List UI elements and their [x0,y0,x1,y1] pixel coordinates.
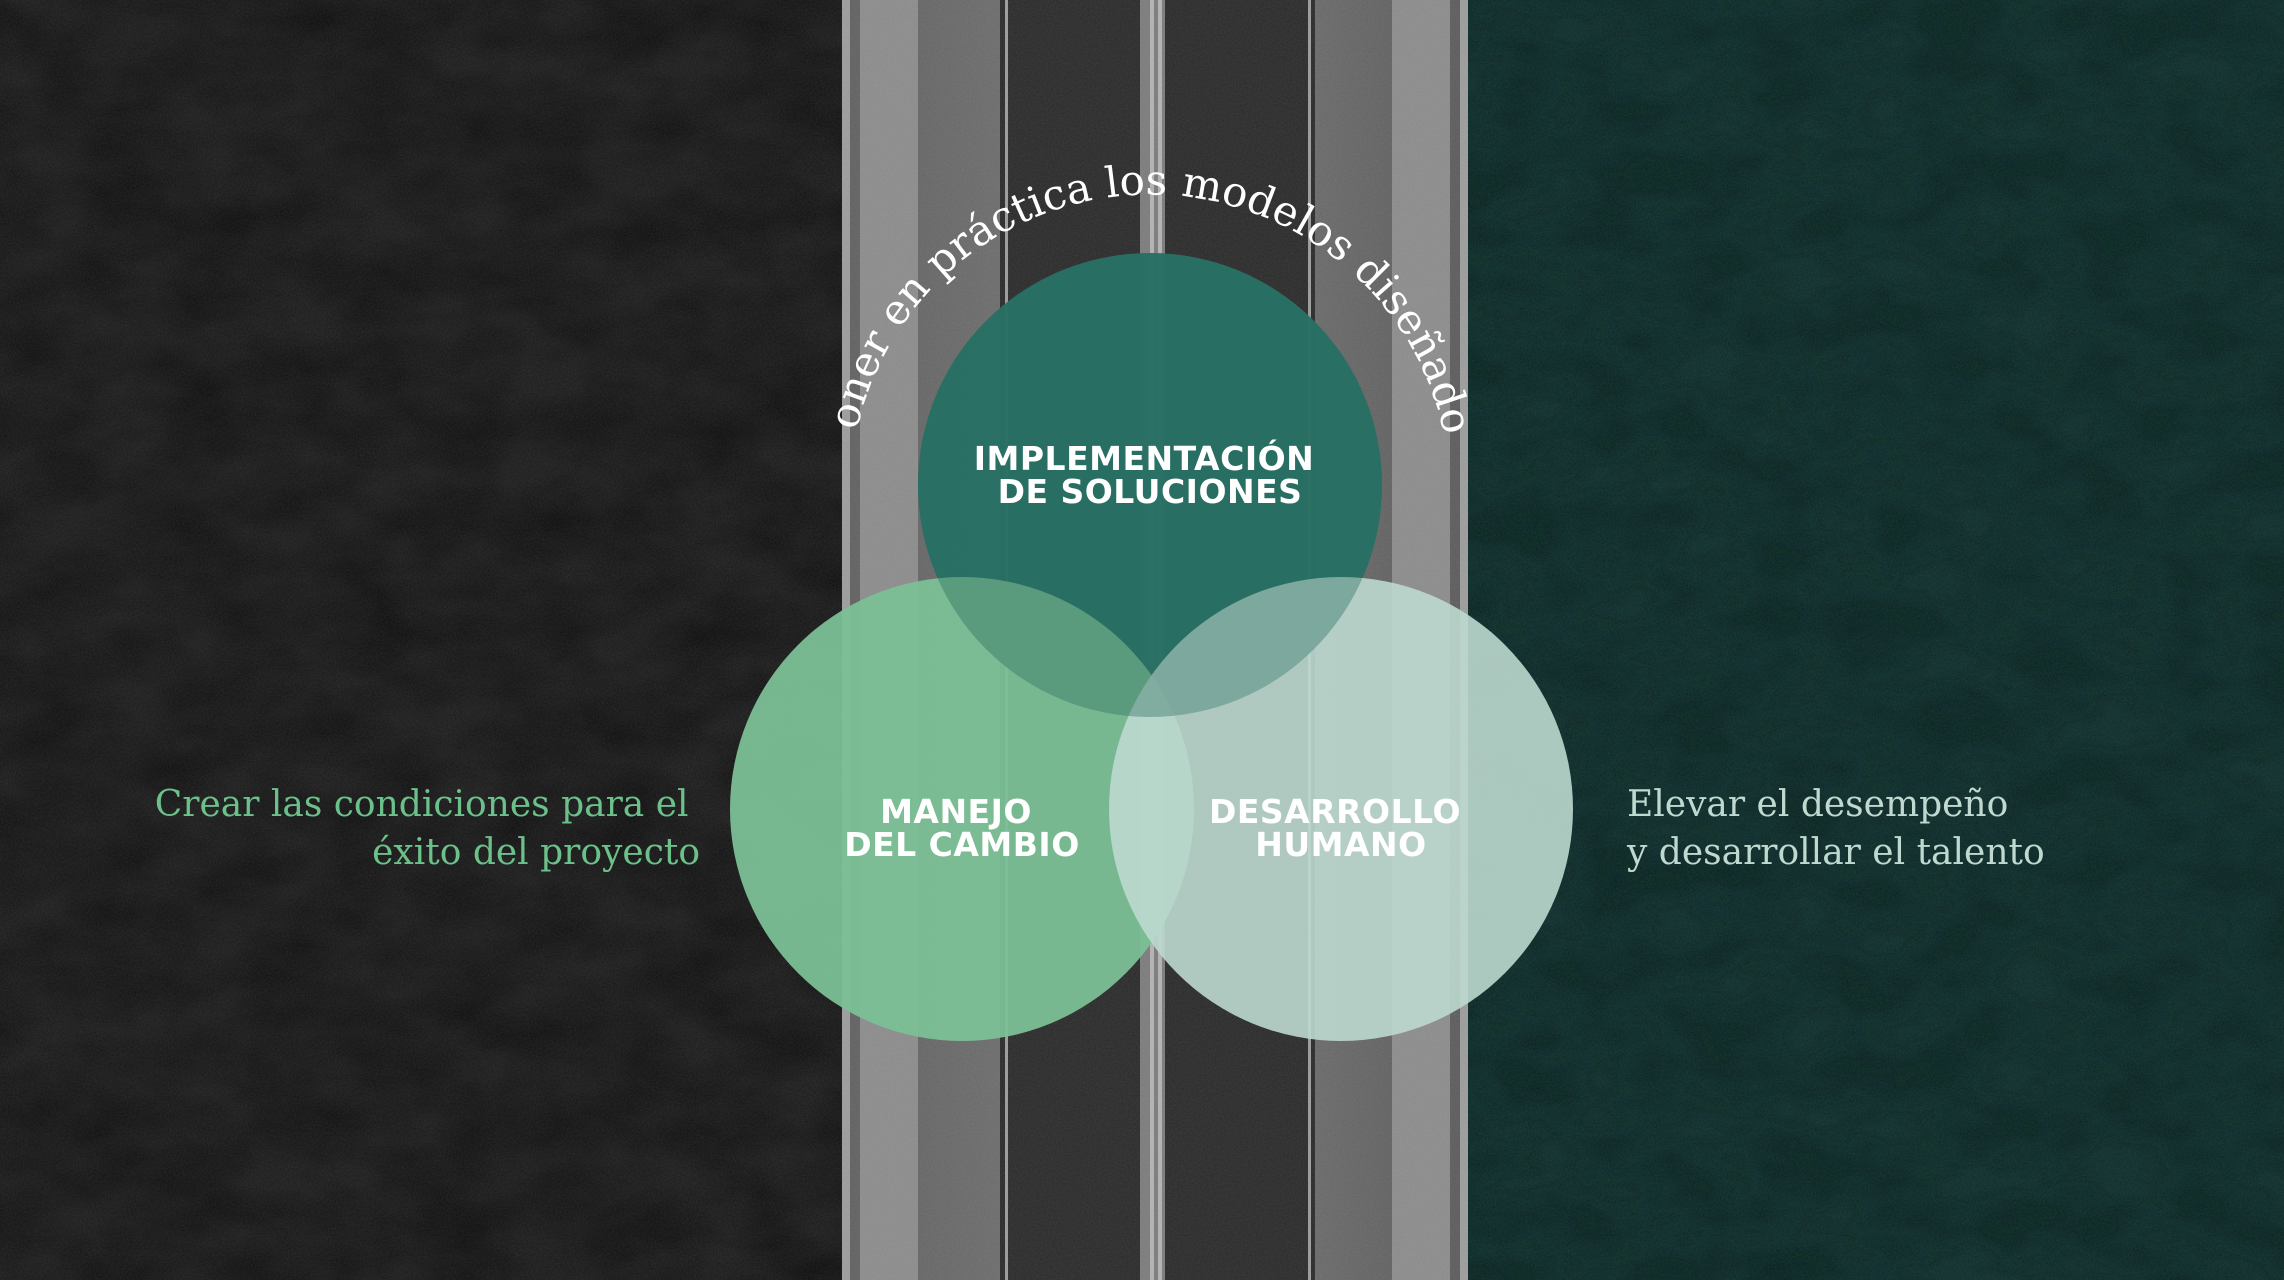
left-caption-line-2: éxito del proyecto [372,832,700,873]
circle-desarrollo [1109,577,1573,1041]
label-implementacion: IMPLEMENTACIÓN DE SOLUCIONES [974,438,1327,511]
label-implementacion-line-1: IMPLEMENTACIÓN [974,438,1315,478]
label-desarrollo: DESARROLLO HUMANO [1209,792,1473,864]
label-desarrollo-line-2: HUMANO [1255,825,1426,864]
water-left-sparkle [0,0,842,1280]
water-right-sparkle [1468,0,2284,1280]
right-caption-line-2: y desarrollar el talento [1626,832,2045,873]
label-desarrollo-line-1: DESARROLLO [1209,792,1461,831]
label-manejo-line-2: DEL CAMBIO [844,825,1080,864]
right-caption: Elevar el desempeño y desarrollar el tal… [1626,784,2045,873]
venn-diagram [730,253,1573,1041]
label-implementacion-line-2: DE SOLUCIONES [998,472,1303,511]
right-caption-line-1: Elevar el desempeño [1627,784,2008,825]
left-caption: Crear las condiciones para el éxito del … [155,784,700,873]
circle-manejo [730,577,1194,1041]
label-manejo: MANEJO DEL CAMBIO [844,792,1080,864]
left-caption-line-1: Crear las condiciones para el [155,784,689,825]
circle-top-overlay [918,253,1382,717]
label-manejo-line-1: MANEJO [880,792,1032,831]
